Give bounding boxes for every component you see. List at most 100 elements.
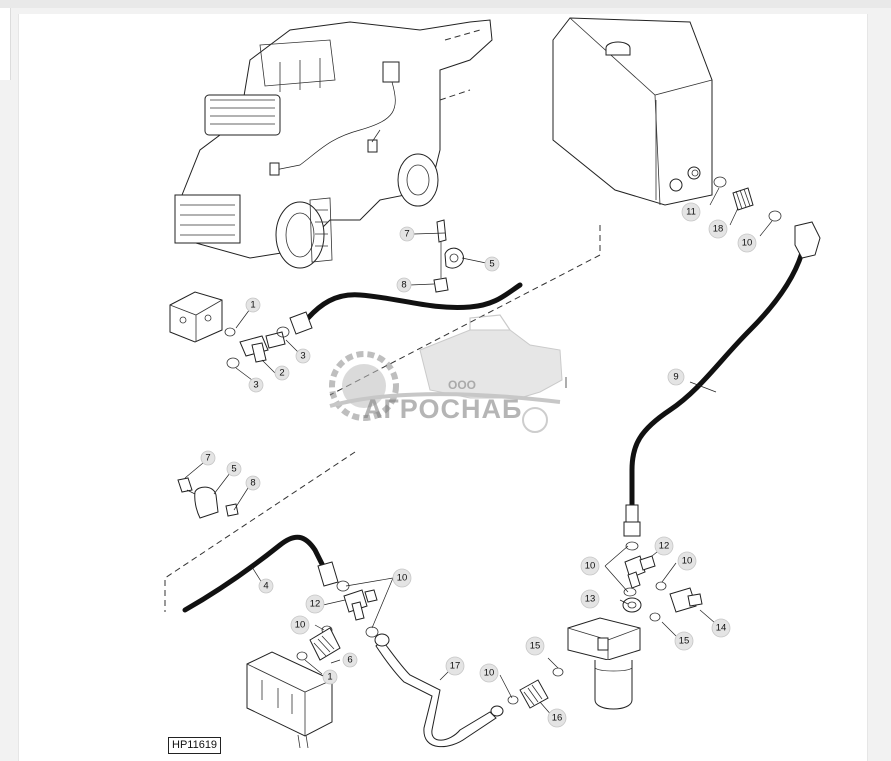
callout-4: 4 xyxy=(258,578,274,594)
svg-text:6: 6 xyxy=(347,655,352,666)
svg-text:16: 16 xyxy=(552,713,563,724)
callout-12-right: 12 xyxy=(654,536,674,556)
callout-17: 17 xyxy=(445,656,465,676)
callout-1-upper: 1 xyxy=(245,297,261,313)
callout-5-lower: 5 xyxy=(226,461,242,477)
leader-lines xyxy=(184,187,773,718)
svg-text:7: 7 xyxy=(205,453,210,464)
svg-text:9: 9 xyxy=(673,372,678,383)
o-ring-10-g xyxy=(655,581,667,591)
svg-text:10: 10 xyxy=(484,668,495,679)
hose-4 xyxy=(182,534,328,613)
callout-6: 6 xyxy=(342,652,358,668)
svg-text:14: 14 xyxy=(716,623,727,634)
o-ring-15-right xyxy=(649,612,661,622)
callout-5-upper: 5 xyxy=(484,256,500,272)
svg-text:8: 8 xyxy=(250,478,255,489)
o-ring-3-lower xyxy=(226,357,240,369)
callout-10-tank: 10 xyxy=(737,233,757,253)
tee-fitting-2 xyxy=(239,331,286,363)
o-ring-3-right xyxy=(276,326,290,338)
callout-8-upper: 8 xyxy=(396,277,412,293)
filter-housing xyxy=(567,617,641,710)
callout-10-left: 10 xyxy=(290,615,310,635)
hose-4-end xyxy=(317,561,339,587)
callout-10-lower-left: 10 xyxy=(392,568,412,588)
o-ring-1-lower xyxy=(296,651,308,661)
callout-2: 2 xyxy=(274,365,290,381)
callout-9: 9 xyxy=(667,368,685,386)
callout-10-filter: 10 xyxy=(580,556,600,576)
svg-text:3: 3 xyxy=(300,351,305,362)
svg-text:3: 3 xyxy=(253,380,258,391)
svg-text:17: 17 xyxy=(450,661,461,672)
adapter-fitting-14 xyxy=(669,587,703,613)
combine-harvester-drawing xyxy=(174,19,493,269)
lower-dashed-frame xyxy=(164,451,356,612)
svg-text:1: 1 xyxy=(250,300,255,311)
o-ring-10-f xyxy=(623,587,637,597)
svg-text:12: 12 xyxy=(310,599,321,610)
svg-text:5: 5 xyxy=(489,259,494,270)
callout-10-pipe: 10 xyxy=(479,663,499,683)
watermark-company-name: АГРОСНАБ xyxy=(363,394,523,424)
svg-text:10: 10 xyxy=(295,620,306,631)
svg-text:18: 18 xyxy=(713,224,724,235)
callout-3-left: 3 xyxy=(248,377,264,393)
upper-hose-end xyxy=(289,311,313,335)
callout-3-right: 3 xyxy=(295,348,311,364)
adapter-fitting-16 xyxy=(519,679,549,709)
svg-text:11: 11 xyxy=(686,207,696,218)
hose-9-elbow-end xyxy=(794,221,821,259)
adapter-fitting-18 xyxy=(732,187,754,211)
upper-dashed-frame xyxy=(329,225,601,396)
top-strip xyxy=(0,0,891,8)
callout-13: 13 xyxy=(580,589,600,609)
o-ring-10-e xyxy=(625,541,639,551)
callout-7-lower: 7 xyxy=(200,450,216,466)
clamp-group-lower xyxy=(177,477,239,519)
callout-12-left: 12 xyxy=(305,594,325,614)
watermark-prefix: ООО xyxy=(448,378,477,392)
callout-8-lower: 8 xyxy=(245,475,261,491)
svg-text:1: 1 xyxy=(327,672,332,683)
hose-9 xyxy=(629,237,808,511)
nut-13-hole xyxy=(627,601,637,609)
o-ring-1-upper xyxy=(224,327,236,337)
svg-text:15: 15 xyxy=(679,636,690,647)
svg-text:15: 15 xyxy=(530,641,541,652)
valve-block-left xyxy=(169,291,223,343)
o-ring-10-a xyxy=(336,580,350,592)
svg-text:2: 2 xyxy=(279,368,284,379)
pipe-17 xyxy=(375,639,497,748)
svg-text:4: 4 xyxy=(263,581,268,592)
svg-text:12: 12 xyxy=(659,541,670,552)
svg-text:10: 10 xyxy=(742,238,753,249)
o-ring-15-left xyxy=(552,667,564,677)
adapter-fitting-6 xyxy=(309,627,341,661)
hose-9-bottom-nut xyxy=(623,521,641,537)
svg-text:10: 10 xyxy=(682,556,693,567)
callout-7-upper: 7 xyxy=(399,226,415,242)
nut-13 xyxy=(622,597,642,613)
o-ring-10-b xyxy=(365,626,379,638)
hydraulic-tank xyxy=(552,17,713,206)
valve-block-lower xyxy=(246,651,333,749)
left-panel-fragment xyxy=(0,8,11,80)
svg-text:7: 7 xyxy=(404,229,409,240)
callout-10-right: 10 xyxy=(677,551,697,571)
watermark-logo xyxy=(329,314,563,433)
upper-hose xyxy=(305,282,523,321)
pipe-17-bottom-end xyxy=(490,705,504,717)
callout-16: 16 xyxy=(547,708,567,728)
svg-text:13: 13 xyxy=(585,594,596,605)
svg-text:5: 5 xyxy=(231,464,236,475)
callout-14: 14 xyxy=(711,618,731,638)
clamp-group-upper xyxy=(433,219,464,293)
callout-15-left: 15 xyxy=(525,636,545,656)
svg-text:10: 10 xyxy=(397,573,408,584)
o-ring-11 xyxy=(713,176,727,188)
callout-15-right: 15 xyxy=(674,631,694,651)
svg-text:8: 8 xyxy=(401,280,406,291)
